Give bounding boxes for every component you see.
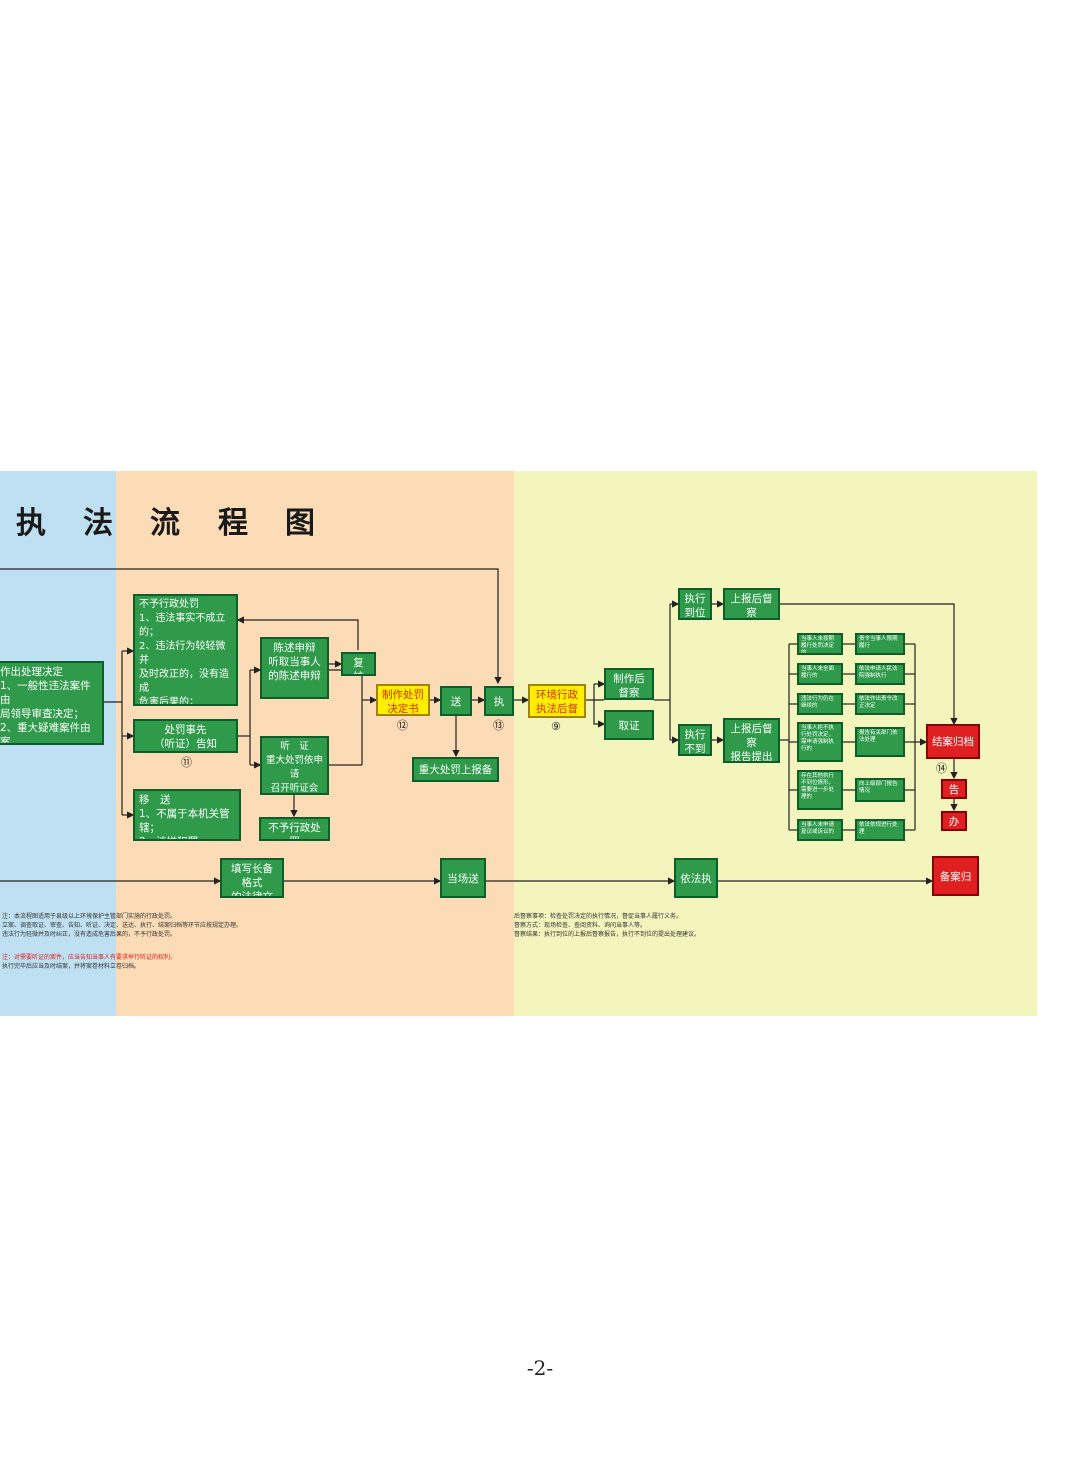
report-suggest-box: 上报后督察 报告提出处 理建议 <box>723 718 780 763</box>
title-char-3: 流 <box>150 506 180 541</box>
step-number-11: ⑪ <box>181 756 192 769</box>
env-supervise-box: 环境行政 执法后督察 <box>528 684 586 718</box>
tiny-right-5: 向上级部门报告情况 <box>855 778 905 802</box>
step-number-13: ⑬ <box>493 719 504 732</box>
make-record-box: 制作后督察 笔录 <box>604 668 654 700</box>
step-number-9: ⑨ <box>551 720 561 733</box>
close-archive-box: 结案归档 <box>926 724 980 759</box>
note-left-last: 执行完毕后应当及时结案，并将案卷材料立卷归档。 <box>2 963 141 970</box>
onsite-deliver-box: 当场送达 <box>440 858 486 898</box>
tiny-right-6: 依法依规进行处理 <box>855 819 905 841</box>
fill-docs-box: 填写长备格式 的法律文书 <box>220 858 284 898</box>
file-archive-box: 备案归档 <box>932 856 979 896</box>
tiny-left-3: 违法行为仍在继续的 <box>797 693 843 715</box>
major-report-box: 重大处罚上报备案 <box>412 757 499 782</box>
tiny-right-1: 责令当事人限期履行 <box>855 633 905 655</box>
defense-box: 陈述申辩 听取当事人 的陈述申辩 <box>260 637 329 699</box>
notes-right: 后督察事项：检查处罚决定的执行情况，督促当事人履行义务。 督察方式：现场检查、查… <box>514 912 1034 939</box>
page-number: -2- <box>526 1356 554 1380</box>
step-number-12: ⑫ <box>397 719 408 732</box>
tiny-left-1: 当事人未按期履行处罚决定的 <box>797 633 843 655</box>
notice-box: 处罚事先 （听证）告知 <box>133 719 238 753</box>
tiny-right-4: 报告有关部门依法处理 <box>855 727 905 757</box>
title-char-5: 图 <box>285 506 315 541</box>
tiny-left-6: 当事人未申请复议或诉讼的 <box>797 819 843 841</box>
review-box: 复 核 <box>341 652 376 676</box>
tiny-left-2: 当事人未全面履行的 <box>797 663 843 685</box>
inform-box: 告知 <box>941 779 967 799</box>
deliver-box: 送 达 <box>440 686 472 716</box>
tiny-left-4: 当事人拒不执行处罚决定，需申请强制执行的 <box>797 722 843 762</box>
tiny-right-2: 依法申请人民法院强制执行 <box>855 663 905 685</box>
note-right-line-2: 督察方式：现场检查、查阅资料、询问当事人等。 <box>514 922 647 929</box>
note-left-line-1: 注：本流程图适用于县级以上环境保护主管部门实施的行政处罚。 <box>2 913 177 920</box>
exec-done-box: 执行 到位 <box>678 588 712 620</box>
note-right-line-3: 督察结果：执行到位的上报后督察报告，执行不到位的提出处理建议。 <box>514 931 701 938</box>
title-char-1: 执 <box>16 506 46 541</box>
execute-box: 执 行 <box>484 686 514 716</box>
note-right-line-1: 后督察事项：检查处罚决定的执行情况，督促当事人履行义务。 <box>514 913 683 920</box>
evidence-box: 取证 <box>604 710 654 740</box>
note-left-line-2: 立案、调查取证、审查、告知、听证、决定、送达、执行、结案归档等环节应按规定办理。 <box>2 922 243 929</box>
exec-not-done-box: 执行 不到位 <box>678 724 712 756</box>
tiny-right-3: 依法作出责令改正决定 <box>855 693 905 715</box>
no-punish-box: 不予行政处罚 <box>259 817 330 841</box>
hearing-box: 听 证 重大处罚依申请 召开听证会 <box>260 736 329 795</box>
report-up-box: 上报后督察 报告 <box>723 588 780 620</box>
notes-left: 注：本流程图适用于县级以上环境保护主管部门实施的行政处罚。 立案、调查取证、审查… <box>2 912 507 971</box>
make-decision-box: 制作处罚 决定书 <box>376 684 430 716</box>
transfer-box: 移 送 1、不属于本机关管辖； 2、涉嫌犯罪。 <box>133 789 241 841</box>
step-number-14: ⑭ <box>936 762 947 775</box>
title-char-4: 程 <box>218 506 248 541</box>
note-left-line-3: 违法行为轻微并及时纠正，没有造成危害后果的，不予行政处罚。 <box>2 931 177 938</box>
execute-law-box: 依法执行 <box>674 858 718 898</box>
decision-box: 作出处理决定 1、一般性违法案件由 局领导审查决定； 2、重大疑难案件由案 审委… <box>0 661 104 745</box>
finish-box: 办结 <box>941 811 967 831</box>
tiny-left-5: 存在其他执行不到位情形，需要进一步处理的 <box>797 770 843 810</box>
note-left-highlight: 注：对需要听证的案件，应当告知当事人有要求举行听证的权利。 <box>2 954 177 961</box>
no-punish-list-box: 不予行政处罚 1、违法事实不成立的； 2、违法行为较轻微并 及时改正的，没有造成… <box>133 594 238 706</box>
title-char-2: 法 <box>83 506 113 541</box>
